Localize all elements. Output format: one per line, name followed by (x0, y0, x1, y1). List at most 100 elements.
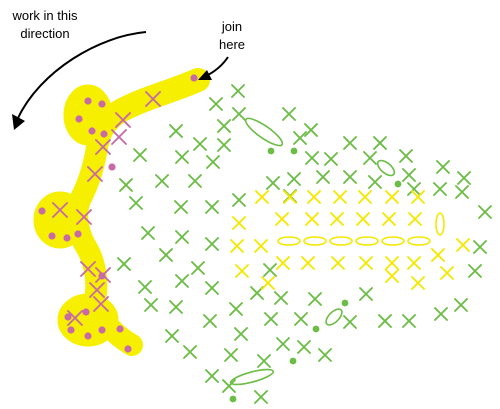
work-direction-arrowhead (12, 114, 25, 130)
yellow-cross-stitch (385, 256, 399, 270)
green-cross-stitch (175, 150, 189, 164)
green-cross-stitch (175, 274, 189, 288)
green-cross-stitch (454, 298, 468, 312)
yellow-chain-oval (355, 236, 379, 246)
green-cross-stitch (293, 131, 307, 145)
green-cross-stitch (206, 155, 220, 169)
green-cross-stitch (433, 182, 447, 196)
yellow-cross-stitch (275, 212, 289, 226)
green-cross-stitch (305, 151, 319, 165)
green-dot (290, 147, 298, 155)
green-cross-stitch (359, 287, 373, 301)
green-cross-stitch (250, 286, 264, 300)
edging-dot (98, 326, 106, 334)
edging-dot (82, 308, 90, 316)
edging-cross-stitch (115, 112, 131, 128)
green-cross-stitch (209, 97, 223, 111)
edging-cross-stitch (93, 296, 109, 312)
green-cross-stitch (257, 354, 271, 368)
green-chain-stitches (229, 117, 396, 386)
edging-tail (84, 289, 143, 356)
green-dot (394, 180, 402, 188)
green-cross-stitch (436, 160, 450, 174)
green-cross-stitch (287, 172, 301, 186)
work-direction-arrow (16, 31, 147, 121)
yellow-cross-stitch (276, 256, 290, 270)
edging-cross-stitches (52, 91, 161, 326)
green-cross-stitch (117, 257, 131, 271)
green-cross-stitch (318, 348, 332, 362)
green-cross-stitch (133, 148, 147, 162)
green-cross-stitch (188, 174, 202, 188)
yellow-cross-stitch (333, 190, 347, 204)
yellow-cross-stitch (235, 264, 249, 278)
green-cross-stitch (297, 340, 311, 354)
edging-dot (67, 326, 75, 334)
yellow-chain-oval (277, 236, 301, 246)
yellow-cross-stitch (254, 239, 268, 253)
edging-dot (75, 115, 83, 123)
green-cross-stitch (274, 291, 288, 305)
yellow-cross-stitch (301, 256, 315, 270)
edging-cross-stitch (95, 139, 111, 155)
yellow-cross-stitch (331, 256, 345, 270)
green-cross-stitch (234, 327, 248, 341)
green-cross-stitch (169, 300, 183, 314)
green-chain-oval (376, 159, 396, 177)
join-label-line1: join (221, 19, 242, 34)
green-cross-stitch (378, 314, 392, 328)
green-cross-stitch (276, 337, 290, 351)
green-cross-stitch (217, 138, 231, 152)
edging-dot (84, 97, 92, 105)
edging-dot (84, 332, 92, 340)
green-cross-stitch (138, 280, 152, 294)
green-cross-stitch (119, 178, 133, 192)
yellow-cross-stitch (307, 190, 321, 204)
green-cross-stitch (254, 390, 268, 404)
green-cross-stitch (343, 136, 357, 150)
edging-dot (116, 325, 124, 333)
yellow-cross-stitch (456, 238, 470, 252)
edging-dot (108, 163, 116, 171)
edging-cross-stitch (145, 91, 161, 107)
edging-cross-stitch (87, 166, 103, 182)
green-cross-stitch (232, 193, 246, 207)
yellow-cross-stitch (356, 212, 370, 226)
edging-dot (100, 130, 108, 138)
green-cross-stitch (165, 329, 179, 343)
green-cross-stitch (205, 200, 219, 214)
green-cross-stitch (263, 263, 277, 277)
green-cross-stitch (399, 149, 413, 163)
edging-dot (63, 234, 71, 242)
edging-dot (124, 345, 132, 353)
edging-dot (48, 232, 56, 240)
green-dot (289, 357, 297, 365)
edging-dot (74, 230, 82, 238)
edging-dot (88, 127, 96, 135)
yellow-cross-stitch (411, 190, 425, 204)
green-cross-stitch (373, 136, 387, 150)
green-cross-stitch (205, 237, 219, 251)
join-label-line2: here (219, 37, 245, 52)
yellow-chain-oval (435, 212, 445, 236)
yellow-cross-stitch (255, 190, 269, 204)
edging-cross-stitch (89, 282, 105, 298)
yellow-chain-oval (303, 236, 327, 246)
green-chain-oval (244, 117, 284, 147)
edging-dot (98, 100, 106, 108)
yellow-cross-stitch (230, 239, 244, 253)
yellow-cross-stitch (385, 190, 399, 204)
green-cross-stitch (264, 312, 278, 326)
green-cross-stitch (203, 314, 217, 328)
green-cross-stitch (402, 314, 416, 328)
green-chain-oval (325, 308, 343, 326)
yellow-cross-stitch (407, 256, 421, 270)
yellow-cross-stitch (305, 212, 319, 226)
green-cross-stitch (402, 168, 416, 182)
yellow-cross-stitch (283, 190, 297, 204)
yellow-cross-stitch (440, 266, 454, 280)
green-cross-stitch (343, 170, 357, 184)
yellow-cross-stitches (230, 190, 470, 290)
yellow-cross-stitch (385, 269, 399, 283)
